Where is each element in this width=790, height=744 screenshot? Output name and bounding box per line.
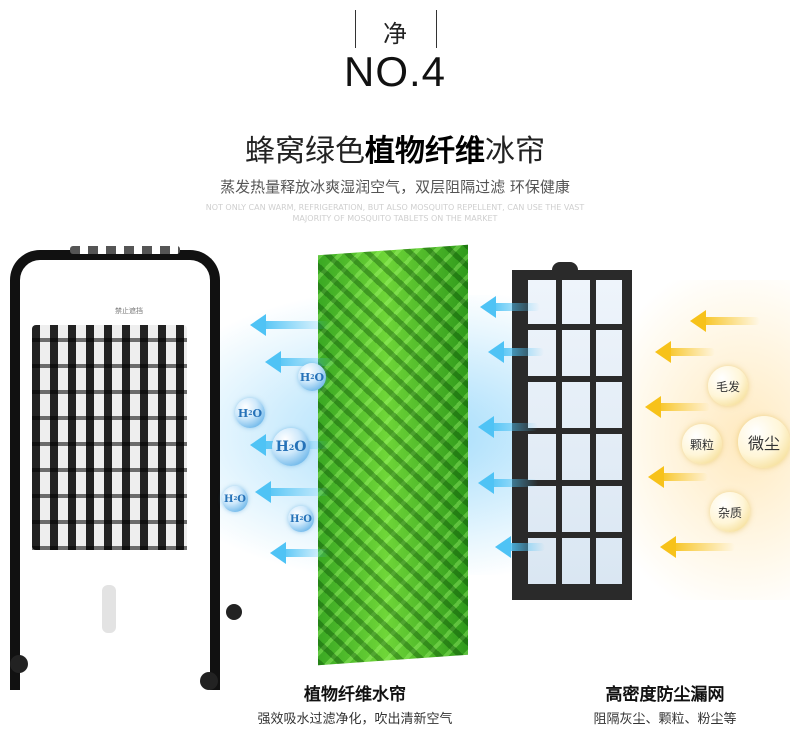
- dust-particle-fine: 微尘: [738, 416, 790, 468]
- dust-particle-hair: 毛发: [708, 366, 748, 406]
- caption-left-title: 植物纤维水帘: [304, 685, 406, 705]
- badge-character: 净: [383, 20, 407, 48]
- wheel-icon: [200, 672, 218, 690]
- page-subtitle: 蒸发热量释放冰爽湿润空气，双层阻隔过滤 环保健康: [220, 178, 570, 196]
- arrow-left-icon: [255, 481, 330, 503]
- arrow-left-icon: [655, 341, 715, 363]
- arrow-left-icon: [265, 351, 335, 373]
- arrow-left-icon: [488, 341, 544, 363]
- dust-particle-grain: 颗粒: [682, 424, 722, 464]
- wheel-icon: [226, 604, 242, 620]
- badge-number: NO.4: [330, 48, 460, 96]
- arrow-left-icon: [478, 416, 538, 438]
- arrow-left-icon: [480, 296, 540, 318]
- cooler-louvers: [32, 325, 187, 550]
- water-level-window: [102, 585, 116, 633]
- title-part-1: 蜂窝绿色: [245, 134, 365, 169]
- caption-right-title: 高密度防尘漏网: [605, 685, 725, 705]
- wheel-icon: [10, 655, 28, 673]
- arrow-left-icon: [270, 542, 330, 564]
- arrow-left-icon: [660, 536, 735, 558]
- dust-particle-impurity: 杂质: [710, 492, 750, 532]
- arrow-left-icon: [690, 310, 760, 332]
- cooler-panel-label: 禁止遮挡: [115, 307, 143, 315]
- arrow-left-icon: [645, 396, 710, 418]
- honeycomb-water-curtain: [318, 244, 468, 666]
- title-bold: 植物纤维: [365, 134, 485, 169]
- caption-right-desc: 阻隔灰尘、颗粒、粉尘等: [593, 712, 737, 727]
- arrow-left-icon: [250, 314, 330, 336]
- arrow-left-icon: [495, 536, 545, 558]
- filter-grid: [522, 280, 622, 590]
- english-note: NOT ONLY CAN WARM, REFRIGERATION, BUT AL…: [205, 203, 585, 223]
- arrow-left-icon: [648, 466, 708, 488]
- control-knobs: [70, 246, 180, 254]
- page-title: 蜂窝绿色植物纤维冰帘: [0, 126, 790, 170]
- caption-left-desc: 强效吸水过滤净化，吹出清新空气: [257, 712, 453, 727]
- title-part-2: 冰帘: [485, 134, 545, 169]
- arrow-left-icon: [478, 472, 538, 494]
